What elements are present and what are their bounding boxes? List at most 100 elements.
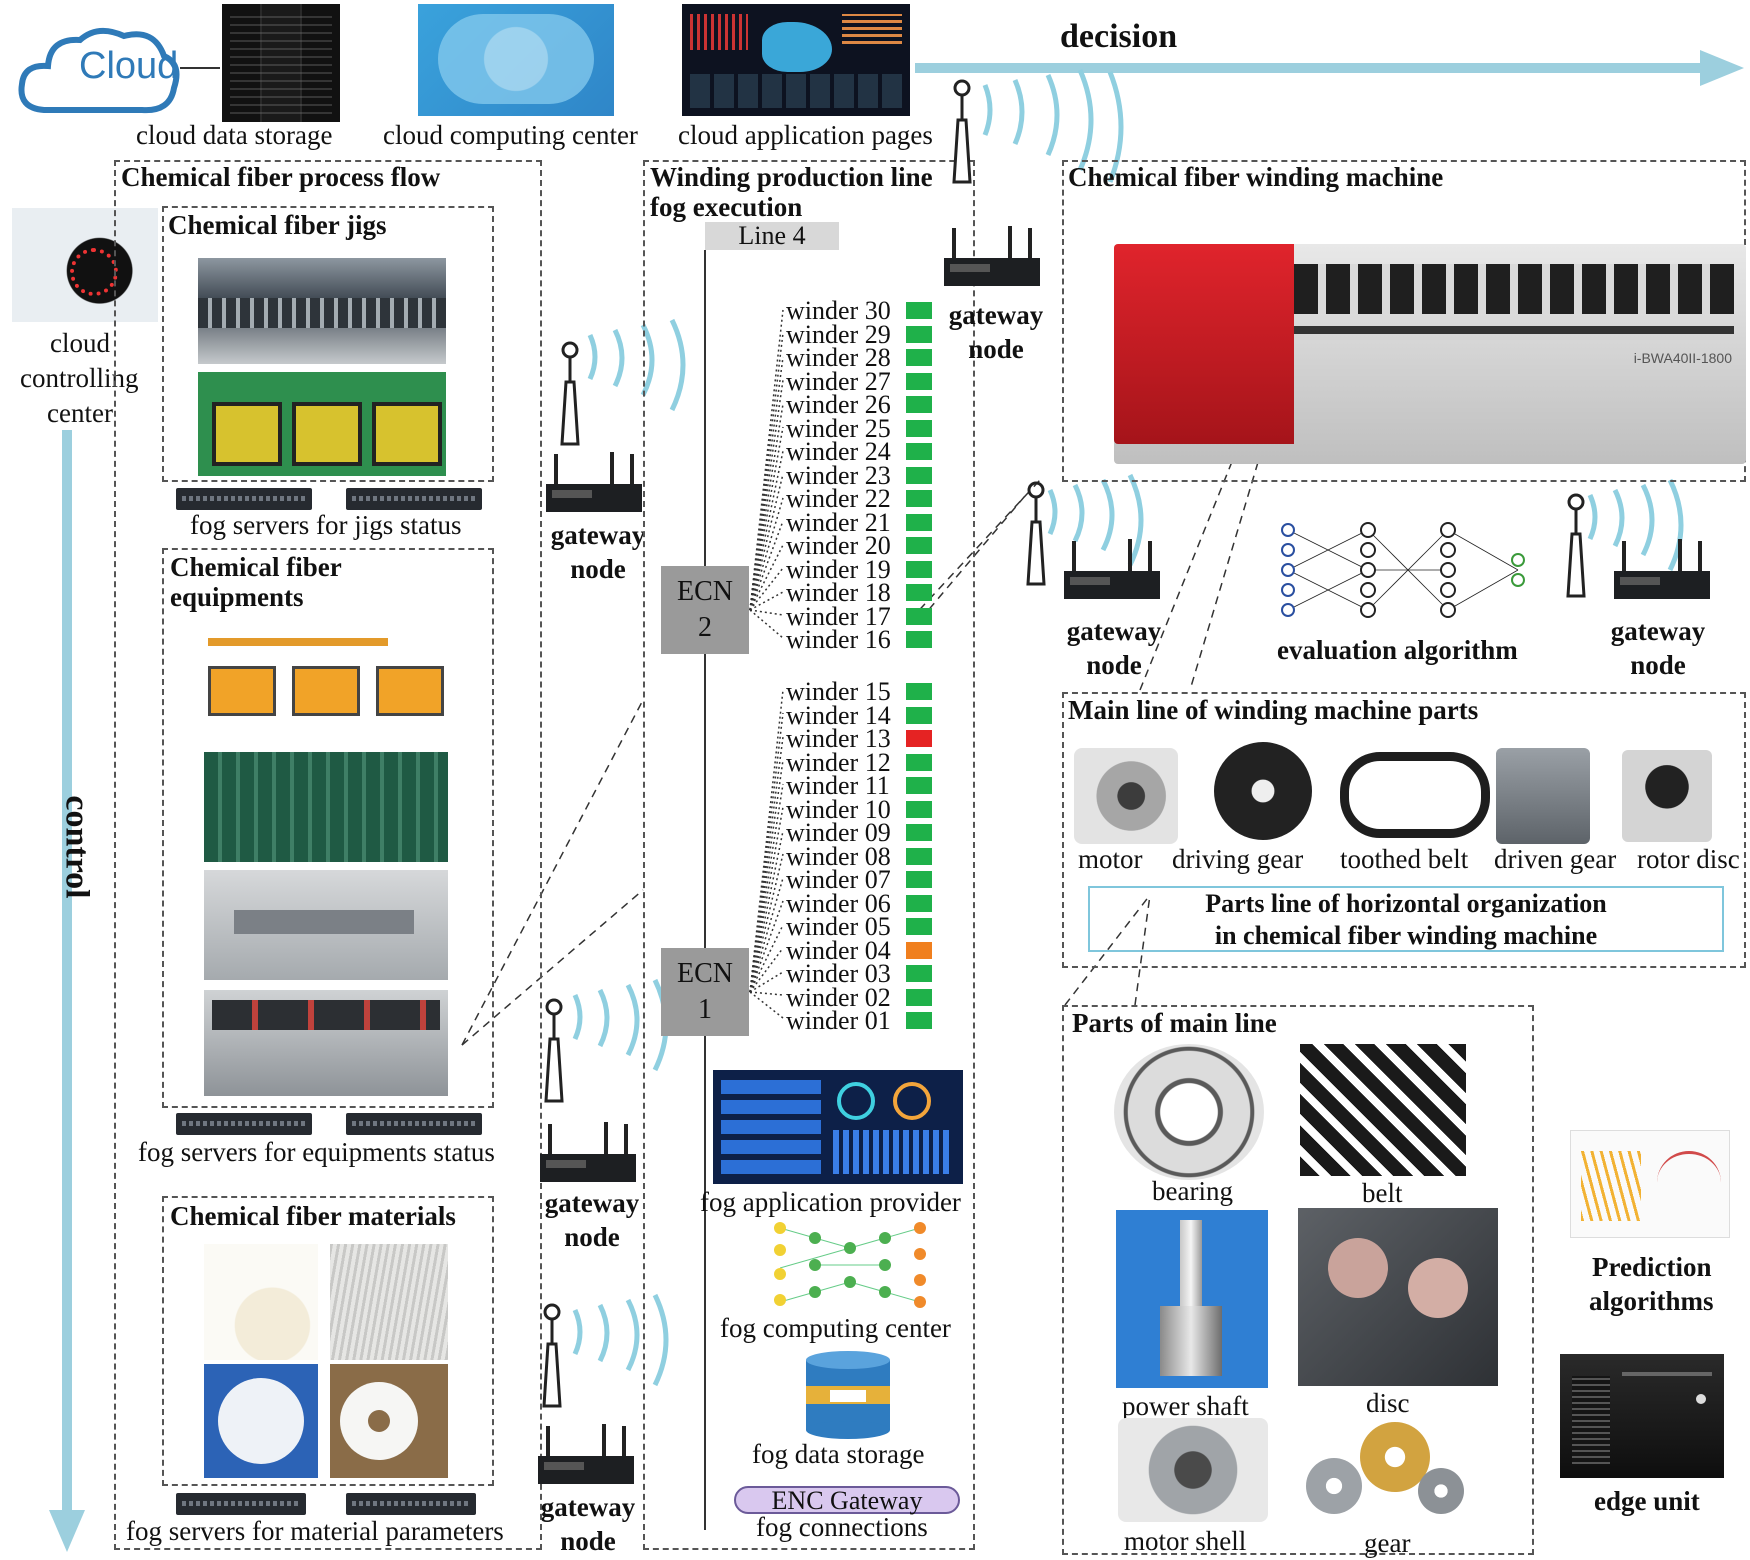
control-label: control	[58, 795, 96, 899]
line4-label: Line 4	[705, 222, 839, 250]
cloud-controlling-line3: center	[47, 398, 113, 428]
winder-label: winder 11	[786, 771, 890, 800]
jigs-fog-server-1	[176, 488, 312, 510]
driven-gear-image	[1496, 748, 1590, 844]
winder-status-indicator	[906, 824, 932, 841]
milk-splash-image	[204, 1244, 318, 1360]
jigs-factory-image	[198, 258, 446, 364]
material-fog-server-2	[346, 1493, 476, 1515]
winder-status-indicator	[906, 753, 932, 771]
winder-label: winder 04	[786, 935, 891, 965]
prediction-label-1: Prediction	[1592, 1252, 1712, 1282]
motor-image	[1074, 748, 1178, 844]
winder-status-indicator	[906, 847, 932, 865]
winder-label: winder 16	[786, 625, 891, 654]
winder-status-indicator	[906, 490, 932, 507]
equip-fog-server-1	[176, 1113, 312, 1135]
database-icon	[800, 1350, 896, 1440]
disc-label: disc	[1366, 1388, 1410, 1418]
winder-label: winder 30	[786, 296, 891, 325]
equip-fog-label: fog servers for equipments status	[138, 1137, 495, 1167]
winder-label: winder 29	[786, 319, 891, 349]
winder-label: winder 21	[786, 507, 891, 537]
winder-label: winder 03	[786, 959, 891, 988]
router-icon	[542, 448, 646, 518]
winder-status-indicator	[906, 1012, 932, 1029]
winder-status-indicator	[906, 560, 932, 578]
antenna-icon	[538, 995, 570, 1105]
part-driving-gear-label: driving gear	[1172, 844, 1304, 874]
motor-shell-image	[1118, 1418, 1268, 1522]
rotor-disc-image	[1622, 750, 1712, 842]
winder-label: winder 27	[786, 366, 891, 396]
winder-label: winder 14	[786, 700, 891, 730]
router-icon	[1610, 535, 1714, 605]
prediction-label-2: algorithms	[1589, 1286, 1714, 1316]
cloud-icon: Cloud	[14, 22, 182, 118]
winder-status-indicator	[906, 871, 932, 888]
cloud-storage-label: cloud data storage	[136, 120, 333, 150]
winder-status-indicator	[906, 918, 932, 935]
winder-label: winder 26	[786, 390, 891, 419]
part-driven-gear-label: driven gear	[1494, 844, 1617, 874]
winding-line-box	[643, 160, 975, 1550]
winder-status-indicator	[906, 607, 932, 625]
winder-status-indicator	[906, 443, 932, 460]
antenna-icon	[1020, 478, 1052, 588]
winder-label: winder 24	[786, 437, 891, 466]
winder-label: winder 17	[786, 601, 891, 631]
winder-status-indicator	[906, 683, 932, 700]
winder-status-indicator	[906, 941, 932, 959]
process-flow-title: Chemical fiber process flow	[121, 162, 441, 192]
prediction-chart-image	[1570, 1130, 1730, 1238]
part-toothed-belt-label: toothed belt	[1340, 844, 1469, 874]
equipments-box	[162, 548, 494, 1108]
fiber-strands-image	[330, 1244, 448, 1360]
disc-image	[1298, 1208, 1498, 1386]
power-shaft-label: power shaft	[1122, 1391, 1249, 1421]
winder-status-indicator	[906, 349, 932, 366]
gear-image	[1300, 1418, 1470, 1528]
winding-machine-image: i-BWA40II-1800	[1114, 244, 1746, 464]
edge-unit-label: edge unit	[1594, 1486, 1700, 1516]
antenna-icon	[946, 76, 978, 186]
winder-status-indicator	[906, 302, 932, 319]
jigs-box	[162, 206, 494, 482]
winder-label: winder 07	[786, 865, 891, 894]
equipments-title-1: Chemical fiber	[170, 552, 342, 582]
winder-label: winder 18	[786, 578, 891, 607]
material-fog-server-1	[176, 1493, 306, 1515]
winder-label: winder 15	[786, 677, 891, 706]
router-icon	[536, 1118, 640, 1188]
winder-label: winder 02	[786, 982, 891, 1012]
cloud-app-dashboard-image	[682, 4, 910, 116]
fog-app-dashboard-image	[713, 1070, 963, 1184]
ecn1-fan	[749, 689, 784, 1019]
machine-model-label: i-BWA40II-1800	[1633, 350, 1732, 366]
gear-label: gear	[1364, 1528, 1411, 1558]
wifi-waves	[572, 68, 1684, 1387]
winder-status-indicator	[906, 513, 932, 531]
winder-label: winder 20	[786, 531, 891, 560]
winder-status-indicator	[906, 466, 932, 484]
evaluation-label: evaluation algorithm	[1277, 635, 1518, 665]
fog-storage-label: fog data storage	[752, 1439, 925, 1469]
jigs-title: Chemical fiber jigs	[168, 210, 387, 240]
winder-label: winder 08	[786, 841, 891, 871]
winder-status-indicator	[906, 730, 932, 747]
winder-label: winder 01	[786, 1006, 891, 1035]
winder-label: winder 23	[786, 460, 891, 490]
spinning-hall-image	[204, 752, 448, 862]
materials-title: Chemical fiber materials	[170, 1201, 456, 1231]
motor-shell-label: motor shell	[1124, 1526, 1247, 1556]
winder-status-indicator	[906, 894, 932, 912]
yarn-spool-image	[330, 1364, 448, 1478]
equip-fog-server-2	[346, 1113, 482, 1135]
winder-label: winder 06	[786, 888, 891, 918]
